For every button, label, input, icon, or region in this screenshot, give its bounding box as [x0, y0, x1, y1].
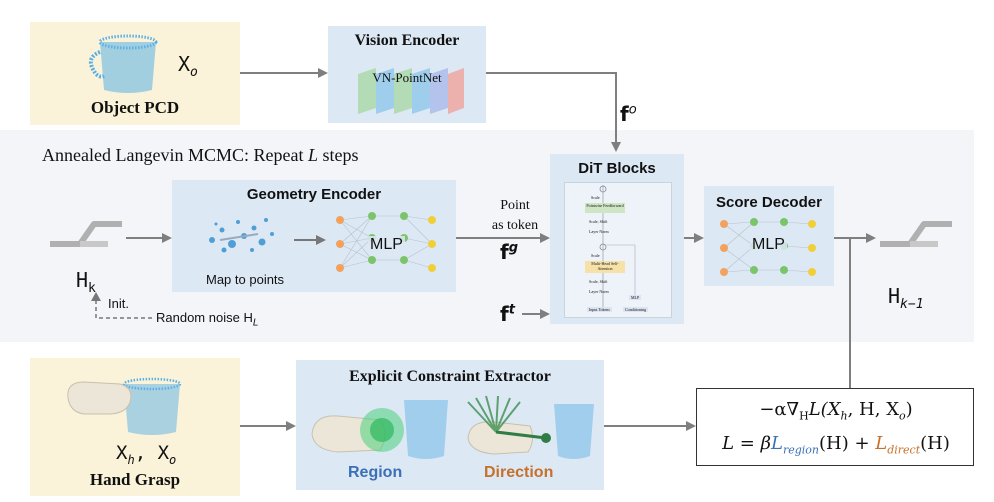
dit-label-self-attention: Multi-Head Self-Attention	[585, 261, 625, 273]
dit-label-conditioning: Conditioning	[623, 307, 649, 312]
hand-grasp-symbols: Xh, Xo	[116, 442, 177, 467]
dit-blocks-title: DiT Blocks	[578, 160, 656, 177]
dit-label-scaleshift-1: Scale, Shift	[589, 219, 608, 224]
dit-label-input-tokens: Input Tokens	[587, 307, 612, 312]
vn-pointnet-label: VN-PointNet	[372, 70, 442, 85]
score-decoder-title: Score Decoder	[716, 194, 822, 211]
region-visual-icon	[311, 400, 448, 459]
direction-label: Direction	[484, 464, 554, 481]
score-mlp-label: MLP	[750, 236, 787, 254]
cup-pointcloud-icon	[88, 34, 158, 93]
feature-t-label: ft	[500, 302, 515, 326]
point-token-line2: as token	[491, 218, 539, 233]
map-to-points-label: Map to points	[206, 272, 285, 287]
constraint-extractor-panel: Explicit Constraint Extractor Region Dir…	[296, 360, 604, 490]
direction-visual-icon	[467, 395, 594, 459]
feature-o-label: fo	[620, 102, 637, 126]
arrow-points-to-mlp	[294, 235, 326, 245]
vision-encoder-title: Vision Encoder	[354, 32, 460, 49]
hk-label: Hk	[76, 268, 96, 296]
vn-pointnet-layers-icon	[358, 68, 464, 114]
dit-label-scaleshift-2: Scale, Shift	[589, 279, 608, 284]
dit-label-scale-1: Scale	[591, 195, 600, 200]
vision-encoder-panel: Vision Encoder VN-PointNet	[328, 26, 486, 123]
geometry-encoder-panel: Geometry Encoder Map to points MLP	[172, 180, 456, 292]
init-dashed-arrow	[91, 292, 152, 319]
dit-label-mlp: MLP	[629, 295, 642, 300]
dit-blocks-panel: DiT Blocks Scale Pointwise Feedforward S…	[550, 154, 684, 324]
dit-label-scale-2: Scale	[591, 253, 600, 258]
dit-label-feedforward: Pointwise Feedforward	[585, 203, 625, 213]
formula-line-1: −α∇HL(Xh, H, Xo)	[759, 399, 913, 423]
object-pcd-label: Object PCD	[90, 98, 180, 117]
hand-grasp-panel: Xh, Xo Hand Grasp	[30, 358, 240, 496]
init-label: Init.	[108, 296, 129, 311]
feature-g-label: fg	[500, 240, 519, 264]
random-noise-label: Random noise HL	[156, 310, 259, 329]
geometry-mlp-network-icon	[336, 212, 436, 272]
formula-line-2: L = βLregion(H) + Ldirect(H)	[722, 433, 950, 457]
score-mlp-network-icon	[720, 218, 816, 276]
gripper-hk-icon	[50, 221, 122, 247]
mcmc-label: Annealed Langevin MCMC: Repeat L steps	[42, 145, 359, 165]
hand-grasp-label: Hand Grasp	[89, 470, 181, 489]
dit-label-layernorm-1: Layer Norm	[589, 229, 609, 234]
score-decoder-panel: Score Decoder MLP	[704, 186, 834, 286]
point-as-token-label: Point as token	[480, 196, 550, 236]
point-scatter-icon	[209, 218, 274, 253]
object-pcd-panel: Xo Object PCD	[30, 22, 240, 125]
dit-label-layernorm-2: Layer Norm	[589, 289, 609, 294]
score-formula-box: −α∇HL(Xh, H, Xo) L = βLregion(H) + Ldire…	[696, 388, 974, 466]
gripper-hk-minus-1-icon	[880, 221, 952, 247]
constraint-extractor-title: Explicit Constraint Extractor	[349, 368, 551, 385]
hand-grasp-cup-icon	[67, 377, 182, 435]
point-token-line1: Point	[500, 198, 530, 213]
region-label: Region	[348, 464, 403, 481]
object-symbol: Xo	[178, 52, 198, 80]
dit-inner-diagram: Scale Pointwise Feedforward Scale, Shift…	[564, 182, 672, 318]
geometry-encoder-title: Geometry Encoder	[246, 186, 382, 203]
hk-minus-1-label: Hk−1	[888, 284, 924, 312]
geometry-mlp-label: MLP	[368, 236, 405, 254]
